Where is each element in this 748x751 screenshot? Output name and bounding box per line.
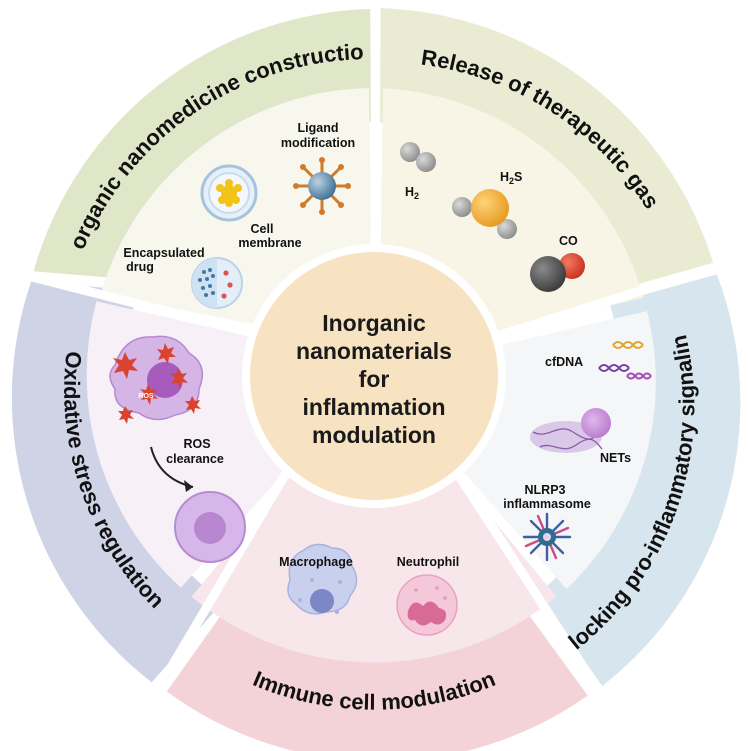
nets-label: NETs [600, 451, 631, 465]
nlrp3-label-1: NLRP3 [525, 483, 566, 497]
nlrp3-inflammasome-icon [522, 512, 572, 562]
cell-membrane-label-1: Cell [251, 222, 274, 236]
immune-illustrations: Macrophage Neutrophil [279, 543, 460, 636]
h2s-label: H2S [500, 170, 522, 186]
encapsulated-drug-icon [191, 257, 243, 309]
ros-label-1: ROS [183, 437, 210, 451]
sector-signaling [536, 274, 741, 686]
neutrophil-icon [396, 574, 458, 636]
ligand-label-1: Ligand [298, 121, 339, 135]
center-hub: Inorganic nanomaterials for inflammation… [242, 244, 506, 508]
cell-membrane-label-2: membrane [238, 236, 301, 250]
h2s-molecule-icon [452, 189, 517, 239]
ros-badge-text: ROS [138, 393, 154, 400]
liposome-icon [200, 164, 258, 222]
encapsulated-label-2: drug [126, 260, 154, 274]
construction-illustrations: Ligand modification Cell membrane Encaps… [123, 121, 355, 309]
cfdna-label: cfDNA [545, 355, 583, 369]
stressed-cell-icon [109, 335, 204, 421]
center-title-line-2: nanomaterials [296, 338, 452, 364]
cfdna-icon [598, 341, 652, 380]
healthy-cell-icon [174, 491, 246, 563]
ros-icon [113, 343, 201, 424]
encapsulated-label-1: Encapsulated [123, 246, 204, 260]
oxidative-illustrations: ROS ROS clearance [109, 335, 246, 563]
neutrophil-label: Neutrophil [397, 555, 460, 569]
center-title-line-1: Inorganic [322, 310, 426, 336]
inner-immune [191, 471, 557, 663]
center-title-line-4: inflammation [302, 394, 445, 420]
nlrp3-label-2: inflammasome [503, 497, 591, 511]
center-title-line-5: modulation [312, 422, 436, 448]
section-dividers [26, 21, 715, 691]
co-label: CO [559, 234, 578, 248]
h2-molecule-icon [400, 142, 436, 172]
h2-label: H2 [405, 185, 419, 201]
center-circle [250, 252, 498, 500]
arrow-head-icon [184, 480, 193, 492]
macrophage-icon [287, 543, 358, 615]
center-title-line-3: for [359, 366, 390, 392]
ligand-nanoparticle-icon [293, 157, 351, 215]
nets-icon [530, 408, 611, 453]
macrophage-label: Macrophage [279, 555, 353, 569]
ros-label-2: clearance [166, 452, 224, 466]
sector-construction [33, 9, 371, 281]
gas-illustrations: H2 H2S CO [400, 142, 585, 292]
ligand-label-2: modification [281, 136, 355, 150]
co-molecule-icon [530, 253, 585, 292]
signaling-illustrations: cfDNA NETs NLRP3 inflammasome [503, 341, 652, 562]
